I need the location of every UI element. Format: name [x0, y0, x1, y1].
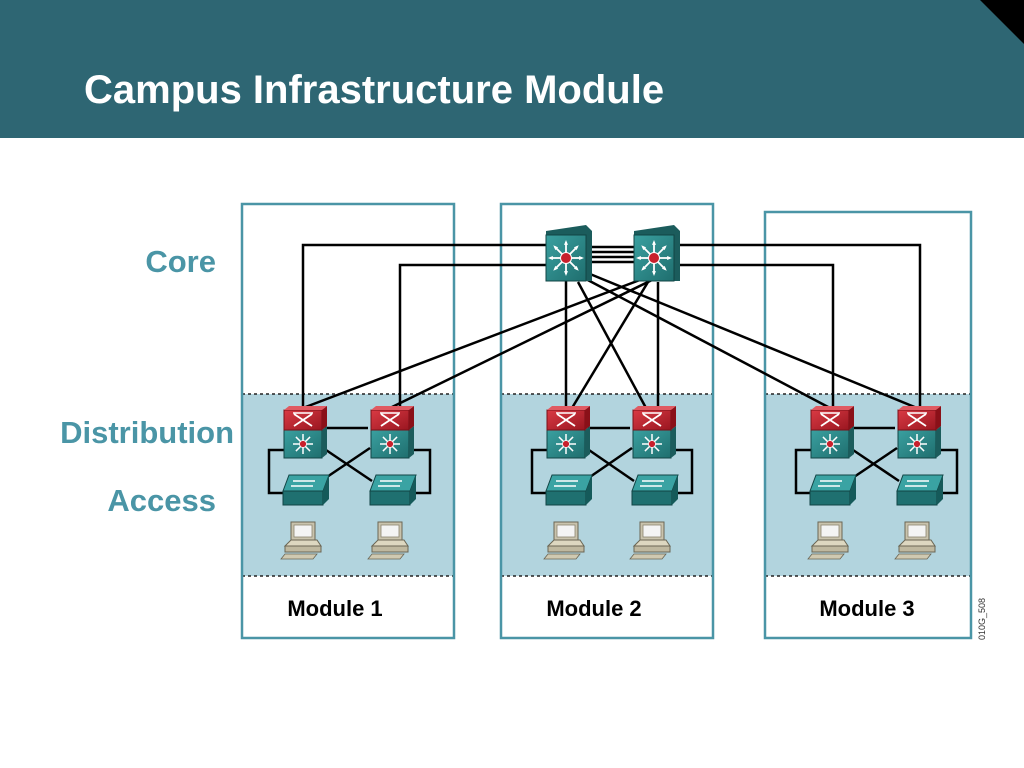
module-2-label: Module 2 — [546, 596, 641, 621]
module-3-distribution-1-icon — [810, 406, 854, 459]
module-2-access-2-icon — [631, 474, 679, 506]
layer-label-distribution: Distribution — [60, 415, 234, 450]
module-1-workstation-2-icon — [367, 521, 409, 560]
core-to-module-1 — [398, 263, 546, 408]
core-switch-2-icon — [633, 225, 680, 282]
module-1-distribution-2-icon — [370, 406, 414, 459]
distribution-to-access — [406, 448, 432, 495]
devices-layer — [280, 225, 944, 560]
module-3-access-2-icon — [896, 474, 944, 506]
module-3-workstation-2-icon — [894, 521, 936, 560]
distribution-to-access — [267, 448, 287, 495]
core-to-module-3 — [589, 272, 918, 410]
core-to-module-1 — [389, 278, 653, 410]
figure-code: 010G_508 — [977, 598, 987, 640]
core-to-module-3 — [680, 263, 835, 408]
module-3-label: Module 3 — [819, 596, 914, 621]
title-bar: Campus Infrastructure Module — [0, 0, 1024, 138]
module-1-label: Module 1 — [287, 596, 382, 621]
module-2-workstation-2-icon — [629, 521, 671, 560]
core-to-module-3 — [680, 243, 922, 408]
layer-label-core: Core — [145, 244, 216, 279]
core-to-module-1 — [301, 243, 546, 408]
distribution-to-access — [933, 448, 959, 495]
core-switch-1-icon — [545, 225, 592, 282]
module-3-access-1-icon — [809, 474, 857, 506]
module-1-access-2-icon — [369, 474, 417, 506]
module-3-workstation-1-icon — [807, 521, 849, 560]
module-1-frame — [240, 202, 456, 640]
distribution-to-access — [668, 448, 694, 495]
module-2-distribution-1-icon — [546, 406, 590, 459]
core-to-module-2 — [570, 281, 650, 409]
distribution-to-access — [530, 448, 550, 495]
distribution-to-access — [794, 448, 814, 495]
core-to-module-1 — [302, 276, 646, 410]
module-3-distribution-2-icon — [897, 406, 941, 459]
module-2-access-1-icon — [545, 474, 593, 506]
module-1-workstation-1-icon — [280, 521, 322, 560]
module-2-distribution-2-icon — [632, 406, 676, 459]
slide-title: Campus Infrastructure Module — [84, 68, 665, 112]
core-to-module-3 — [583, 276, 831, 410]
module-2-frame — [499, 202, 715, 640]
core-to-module-2 — [576, 281, 648, 409]
corner-mark — [980, 0, 1024, 44]
module-1-distribution-1-icon — [283, 406, 327, 459]
links-layer — [267, 243, 959, 495]
layer-label-access: Access — [107, 483, 216, 518]
modules-layer — [240, 202, 973, 640]
module-2-workstation-1-icon — [543, 521, 585, 560]
module-1-access-1-icon — [282, 474, 330, 506]
